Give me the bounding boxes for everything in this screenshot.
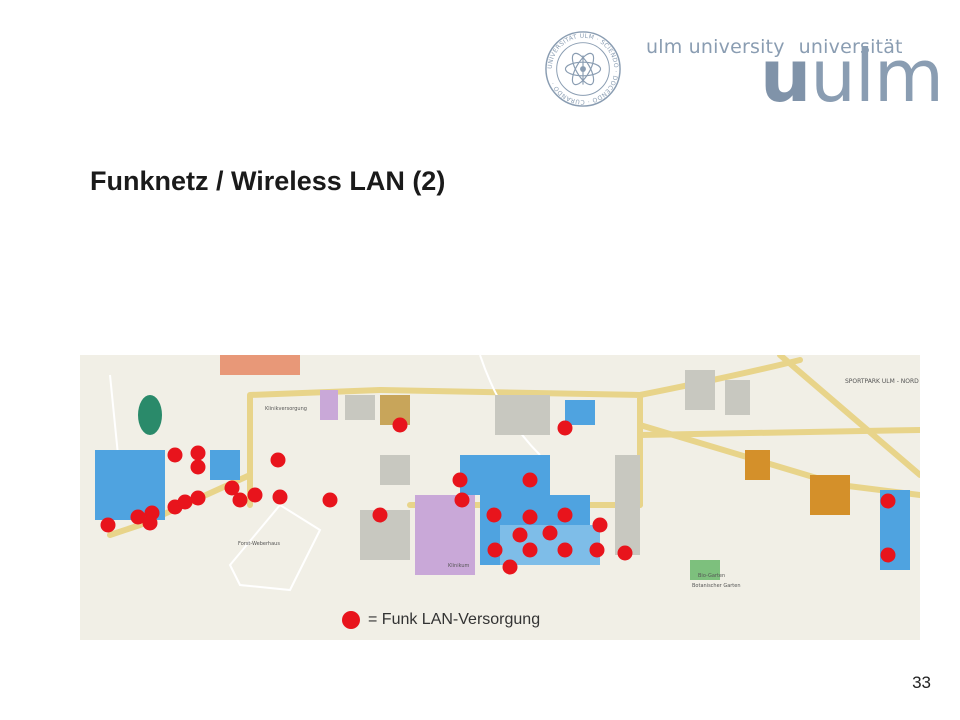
wlan-hotspot — [190, 459, 206, 475]
page-number: 33 — [912, 673, 931, 692]
campus-map: SPORTPARK ULM - NORD Klinikversorgung Fo… — [80, 355, 920, 640]
wlan-hotspot — [617, 545, 633, 561]
university-seal-logo: UNIVERSITÄT ULM · SCIENDO · DOCENDO · CU… — [545, 31, 621, 107]
wlan-hotspot — [270, 452, 286, 468]
wlan-hotspot — [502, 559, 518, 575]
wlan-hotspot — [272, 489, 288, 505]
map-label-2: Botanischer Garten — [692, 583, 741, 589]
wlan-hotspot — [487, 542, 503, 558]
wordmark-bold: u — [760, 34, 811, 118]
wlan-hotspot — [592, 517, 608, 533]
wlan-hotspot — [589, 542, 605, 558]
wlan-hotspot — [557, 420, 573, 436]
wlan-hotspot — [190, 490, 206, 506]
map-legend: = Funk LAN-Versorgung — [342, 611, 540, 629]
map-label-1: Forst-Weberhaus — [238, 541, 280, 547]
university-name-text: ulm university universität — [646, 36, 917, 58]
wlan-hotspot — [880, 547, 896, 563]
map-label-0: Klinikversorgung — [265, 406, 307, 412]
wlan-hotspot — [452, 472, 468, 488]
map-label-4: Bio-Garten — [698, 573, 725, 579]
wlan-hotspot — [880, 493, 896, 509]
wlan-hotspot — [100, 517, 116, 533]
map-label-3: Klinikum — [448, 563, 470, 569]
wlan-hotspot — [486, 507, 502, 523]
name-english: ulm university — [646, 36, 785, 58]
wlan-hotspot — [372, 507, 388, 523]
wlan-hotspot — [167, 447, 183, 463]
wlan-hotspot — [177, 494, 193, 510]
wlan-hotspot — [322, 492, 338, 508]
legend-label: = Funk LAN-Versorgung — [368, 611, 541, 628]
wlan-hotspot — [522, 472, 538, 488]
legend-red-dot — [342, 611, 360, 629]
wlan-hotspot — [557, 507, 573, 523]
slide-title: Funknetz / Wireless LAN (2) — [90, 166, 446, 196]
wlan-hotspot — [142, 515, 158, 531]
wlan-hotspot — [522, 542, 538, 558]
wlan-hotspot — [454, 492, 470, 508]
map-label-sportpark: SPORTPARK ULM - NORD — [845, 378, 919, 385]
wlan-hotspot — [224, 480, 240, 496]
wlan-hotspot — [522, 509, 538, 525]
wordmark-rest: ulm — [810, 34, 944, 118]
uulm-wordmark: uulm — [760, 40, 944, 112]
name-german: universität — [798, 36, 903, 58]
wlan-hotspot — [130, 509, 146, 525]
wlan-hotspot — [247, 487, 263, 503]
wlan-hotspot — [190, 445, 206, 461]
wlan-hotspot — [557, 542, 573, 558]
coverage-hotspots — [100, 417, 896, 575]
campus-buildings — [95, 355, 910, 580]
wlan-hotspot — [232, 492, 248, 508]
wlan-hotspot — [512, 527, 528, 543]
wlan-hotspot — [392, 417, 408, 433]
wlan-hotspot — [542, 525, 558, 541]
